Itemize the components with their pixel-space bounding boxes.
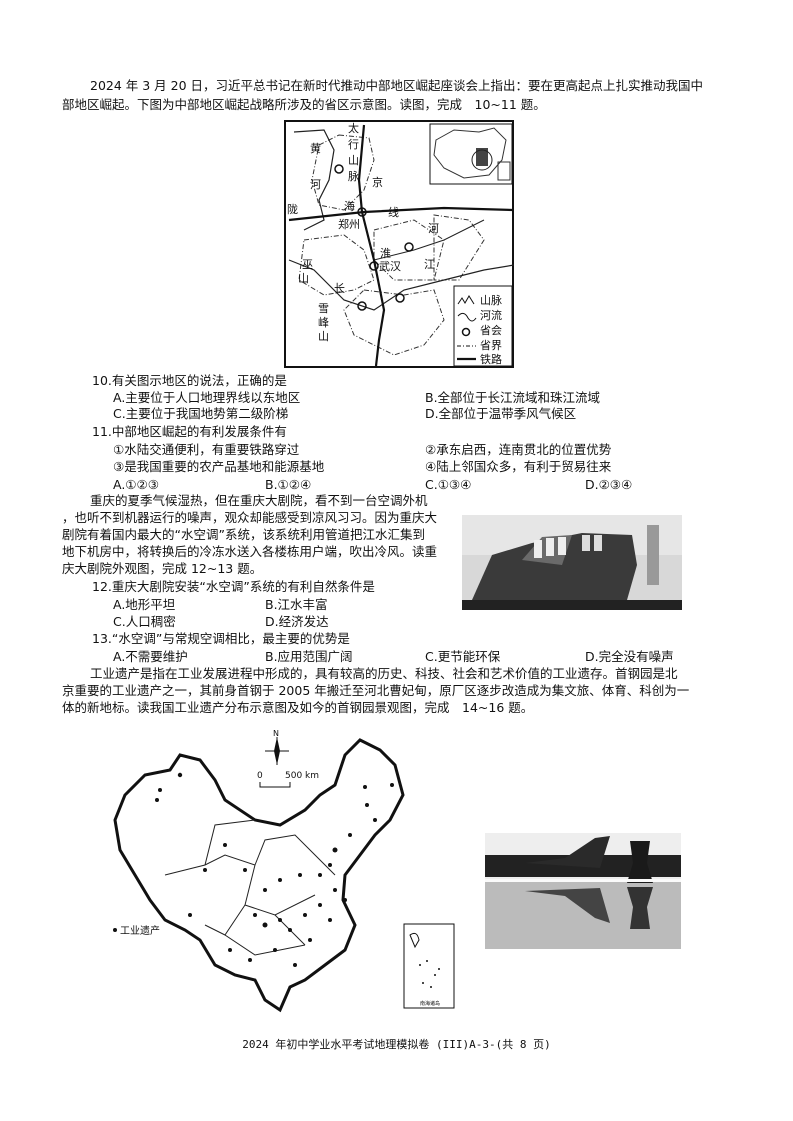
- q11-item: ③是我国重要的农产品基地和能源基地: [113, 459, 325, 474]
- q12-option-c: C.人口稠密: [113, 614, 176, 629]
- yellow-river: [293, 129, 335, 231]
- q12-option-a: A.地形平坦: [113, 597, 176, 612]
- q10-option-b: B.全部位于长江流域和珠江流域: [425, 390, 601, 405]
- label-xian: 线: [388, 205, 399, 219]
- scale-label: 500 km: [285, 771, 319, 781]
- map-legend: 山脉 河流 省会 省界 铁路: [453, 285, 513, 367]
- mountain-icon: [457, 295, 475, 305]
- label-taihang: 太: [348, 122, 359, 135]
- china-industrial-heritage-map: N 0 500 km 工业遗产 南海诸岛: [113, 729, 455, 1013]
- label-xuefeng: 峰: [318, 316, 329, 329]
- q12-option-d: D.经济发达: [265, 614, 329, 629]
- q13-option-c: C.更节能环保: [425, 649, 501, 664]
- legend-label: 铁路: [480, 353, 502, 366]
- q11-item: ①水陆交通便利，有重要铁路穿过: [113, 442, 300, 457]
- label-chang: 长: [334, 282, 345, 295]
- chongqing-grand-theatre-photo: [462, 515, 682, 610]
- capital-icon: [461, 327, 471, 337]
- legend-label: 省界: [480, 339, 502, 352]
- q13-option-a: A.不需要维护: [113, 649, 188, 664]
- label-huang: 黄: [310, 141, 321, 155]
- intro-paragraph-line: 2024 年 3 月 20 日，习近平总书记在新时代推动中部地区崛起座谈会上指出…: [90, 78, 704, 93]
- industrial-heritage-dots: [155, 772, 394, 967]
- china-locator-inset: [429, 123, 513, 185]
- south-china-sea-inset: 南海诸岛: [403, 923, 455, 1009]
- q12-option-b: B.江水丰富: [265, 597, 328, 612]
- question-12-stem: 12.重庆大剧院安装“水空调”系统的有利自然条件是: [92, 579, 375, 594]
- label-taihang: 脉: [348, 169, 359, 183]
- label-huai: 淮: [380, 247, 391, 260]
- legend-label: 山脉: [480, 293, 502, 307]
- label-wuhan: 武汉: [379, 260, 401, 273]
- china-outline: [113, 738, 405, 1013]
- intro-paragraph-line: 剧院有着国内最大的“水空调”系统，该系统利用管道把江水汇集到: [62, 527, 425, 542]
- label-jiang: 江: [424, 258, 435, 271]
- label-taihang: 行: [348, 138, 359, 151]
- intro-paragraph-line: 庆大剧院外观图，完成 12~13 题。: [62, 561, 263, 576]
- intro-paragraph-line: 工业遗产是指在工业发展进程中形成的，具有较高的历史、科技、社会和艺术价值的工业遗…: [90, 666, 678, 681]
- question-11-stem: 11.中部地区崛起的有利发展条件有: [92, 424, 287, 439]
- label-wushan: 巫: [302, 258, 313, 271]
- page-footer: 2024 年初中学业水平考试地理模拟卷 (III)A-3-(共 8 页): [242, 1038, 551, 1051]
- yangtze-river: [288, 259, 514, 311]
- inset-label: 南海诸岛: [420, 1000, 440, 1007]
- legend-label: 河流: [480, 308, 502, 322]
- north-arrow-icon: [265, 737, 289, 765]
- q10-option-a: A.主要位于人口地理界线以东地区: [113, 390, 301, 405]
- legend-label: 省会: [480, 324, 502, 337]
- label-long: 陇: [287, 202, 298, 216]
- scale-bar: [259, 782, 291, 788]
- q11-option-b: B.①②④: [265, 477, 312, 492]
- provincial-capitals: [334, 164, 414, 311]
- q13-option-d: D.完全没有噪声: [585, 649, 674, 664]
- huai-river: [373, 219, 485, 261]
- legend-dot-icon: [113, 928, 117, 932]
- label-xuefeng: 雪: [318, 302, 329, 315]
- intro-paragraph-line: 重庆的夏季气候湿热，但在重庆大剧院，看不到一台空调外机: [90, 493, 428, 508]
- intro-paragraph-line: ，也听不到机器运行的噪声，观众却能感受到凉风习习。因为重庆大: [62, 510, 438, 525]
- q11-option-a: A.①②③: [113, 477, 159, 492]
- intro-paragraph-line: 地下机房中，将转换后的冷冻水送入各楼栋用户端，吹出冷风。读重: [62, 544, 438, 559]
- label-hai: 海: [344, 199, 355, 213]
- shougang-park-photo: [485, 833, 681, 949]
- river-icon: [457, 312, 477, 322]
- label-jing: 京: [372, 175, 383, 189]
- north-label: N: [273, 729, 279, 738]
- central-china-map: 太 行 山 脉 黄 河 陇 海 线 京 郑州 淮 河 江 武汉 长 巫 山 雪 …: [284, 120, 514, 368]
- province-boundaries: [298, 134, 485, 356]
- q13-option-b: B.应用范围广阔: [265, 649, 353, 664]
- label-he: 河: [428, 222, 439, 235]
- longhai-railway: [288, 206, 514, 222]
- question-13-stem: 13.“水空调”与常规空调相比，最主要的优势是: [92, 631, 350, 646]
- question-10-stem: 10.有关图示地区的说法，正确的是: [92, 373, 287, 388]
- intro-paragraph-line: 部地区崛起。下图为中部地区崛起战略所涉及的省区示意图。读图，完成 10~11 题…: [62, 97, 546, 112]
- q11-item: ②承东启西，连南贯北的位置优势: [425, 442, 612, 457]
- label-huang: 河: [310, 178, 321, 191]
- label-xuefeng: 山: [318, 330, 329, 343]
- intro-paragraph-line: 京重要的工业遗产之一，其前身首钢于 2005 年搬迁至河北曹妃甸，原厂区逐步改造…: [62, 683, 690, 698]
- q11-option-c: C.①③④: [425, 477, 472, 492]
- label-taihang: 山: [348, 154, 359, 167]
- label-wushan: 山: [298, 272, 309, 285]
- q11-item: ④陆上邻国众多，有利于贸易往来: [425, 459, 612, 474]
- jingguang-railway: [357, 124, 386, 367]
- legend-label: 工业遗产: [120, 924, 160, 937]
- intro-paragraph-line: 体的新地标。读我国工业遗产分布示意图及如今的首钢园景观图，完成 14~16 题。: [62, 700, 534, 715]
- q10-option-d: D.全部位于温带季风气候区: [425, 406, 577, 421]
- label-zhengzhou: 郑州: [338, 217, 360, 231]
- scale-zero: 0: [257, 771, 263, 781]
- q11-option-d: D.②③④: [585, 477, 633, 492]
- q10-option-c: C.主要位于我国地势第二级阶梯: [113, 406, 289, 421]
